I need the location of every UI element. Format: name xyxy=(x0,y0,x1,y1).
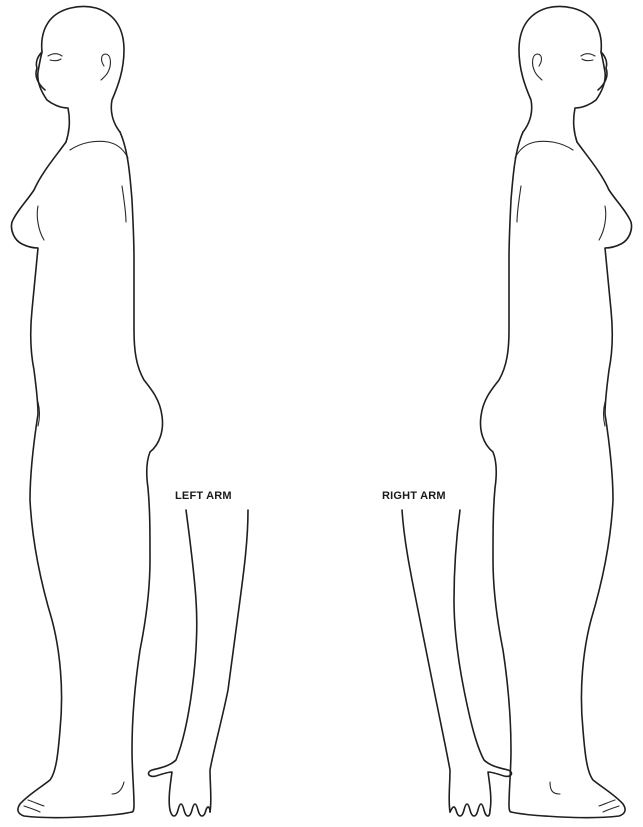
left-side-figure xyxy=(11,7,162,818)
right-figure-ear xyxy=(533,54,542,80)
right-figure-shoulder xyxy=(515,141,573,158)
left-figure-front xyxy=(11,142,132,818)
left-figure-breast xyxy=(37,206,44,240)
left-arm-outer-edge xyxy=(149,510,197,810)
left-figure-head xyxy=(36,7,124,133)
left-figure-shoulder xyxy=(70,141,128,158)
right-figure-front xyxy=(511,142,632,818)
left-arm-label: LEFT ARM xyxy=(175,490,232,502)
left-figure-back xyxy=(120,132,163,812)
right-figure-eye xyxy=(581,54,595,61)
right-arm-inner-edge xyxy=(454,510,511,810)
left-arm-inner-edge xyxy=(210,510,248,812)
left-figure-eye xyxy=(48,54,62,61)
left-arm-diagram: LEFT ARM xyxy=(149,490,248,816)
right-arm-outer-edge xyxy=(402,510,450,812)
left-figure-ear xyxy=(101,54,110,80)
left-figure-face xyxy=(38,52,70,142)
right-figure-back xyxy=(481,132,524,812)
left-figure-toes xyxy=(24,800,44,812)
right-arm-diagram: RIGHT ARM xyxy=(382,490,511,816)
left-arm-fingers xyxy=(170,804,210,816)
right-figure-arm-contour xyxy=(517,186,521,222)
right-figure-ankle-mark xyxy=(550,782,560,794)
right-figure-toes xyxy=(599,800,619,812)
right-figure-face xyxy=(574,52,606,142)
left-figure-arm-contour xyxy=(122,186,126,222)
right-arm-fingers xyxy=(450,804,490,816)
right-figure-breast xyxy=(599,206,606,240)
left-figure-ankle-mark xyxy=(112,782,124,794)
right-figure-head xyxy=(519,7,607,133)
right-arm-label: RIGHT ARM xyxy=(382,490,446,502)
right-side-figure xyxy=(481,7,632,818)
